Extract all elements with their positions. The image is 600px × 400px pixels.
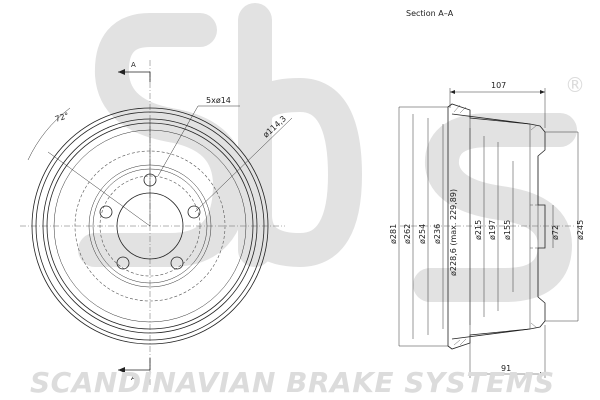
bolt-hole bbox=[116, 256, 130, 270]
diameter-label: ø215 bbox=[474, 220, 483, 240]
diameter-label: ø236 bbox=[433, 224, 442, 244]
bolt-hole bbox=[170, 256, 184, 270]
bolt-hole bbox=[99, 205, 113, 219]
brand-watermark-text: SCANDINAVIAN BRAKE SYSTEMS bbox=[30, 366, 555, 399]
bolt-hole bbox=[187, 205, 201, 219]
section-marker-top: A bbox=[131, 61, 136, 69]
diameter-label: ø72 bbox=[551, 225, 560, 240]
angle-label: 72° bbox=[54, 111, 70, 124]
diameter-label: ø197 bbox=[488, 220, 497, 240]
diameter-label: ø254 bbox=[418, 224, 427, 244]
diameter-label: ø281 bbox=[389, 224, 398, 244]
section-title: Section A–A bbox=[406, 9, 454, 18]
bolt-pattern-label: 5xø14 bbox=[206, 96, 231, 105]
angle-arc bbox=[27, 107, 71, 161]
diameter-dimension-lines bbox=[398, 106, 579, 347]
diameter-label: ø228,6 (max. 229,89) bbox=[449, 189, 458, 276]
diameter-label: ø262 bbox=[403, 224, 412, 244]
section-view: Section A–A 107 bbox=[389, 9, 585, 378]
diameter-label: ø245 bbox=[576, 220, 585, 240]
width-bottom-label: 91 bbox=[501, 364, 511, 373]
width-top-label: 107 bbox=[491, 81, 506, 90]
registered-mark: ® bbox=[565, 73, 585, 97]
diameter-label: ø155 bbox=[503, 220, 512, 240]
drum-outer-circle bbox=[31, 107, 269, 345]
section-hatching bbox=[453, 104, 538, 346]
section-marker-bottom: A bbox=[131, 374, 136, 382]
sbs-logo-watermark: ® bbox=[78, 3, 585, 302]
drum-section-outline bbox=[447, 103, 546, 350]
